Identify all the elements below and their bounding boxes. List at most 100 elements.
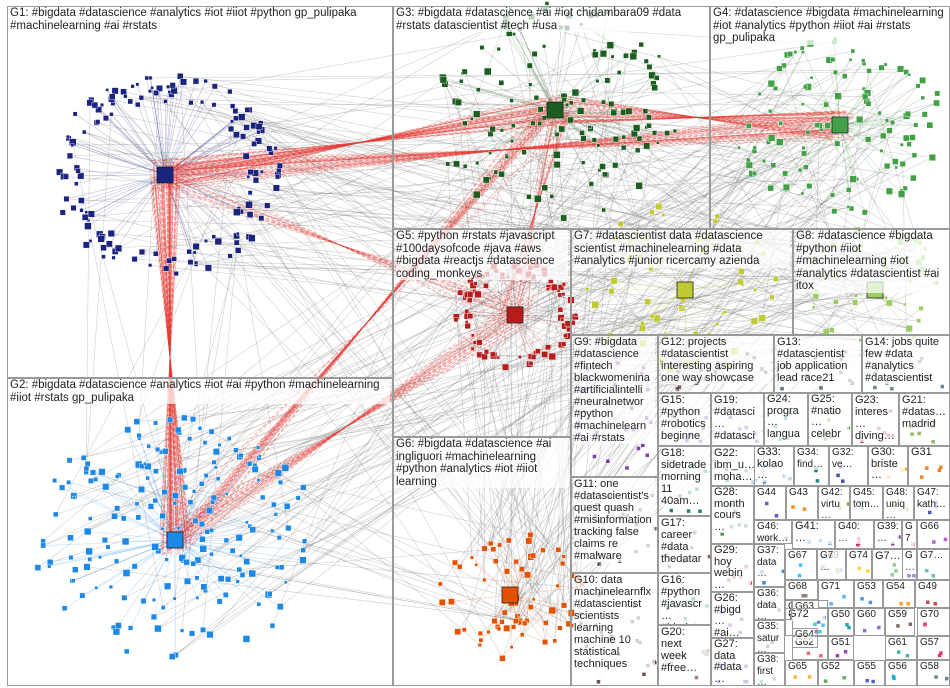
node-g2 [159, 512, 166, 519]
edge-internal-g5 [514, 314, 576, 318]
edge-between-groups [186, 561, 521, 622]
node-g31 [919, 475, 924, 479]
edge-internal-g2 [43, 539, 176, 546]
node-g2 [238, 453, 244, 458]
edge-internal-g2 [174, 539, 278, 568]
node-g28 [720, 532, 724, 536]
node-g44 [765, 501, 769, 506]
edge-highlight [542, 112, 853, 123]
edge-between-groups [186, 561, 521, 622]
edge-between-groups [183, 81, 503, 659]
edge-internal-g1 [164, 174, 240, 209]
node-g2 [194, 556, 202, 564]
node-g5 [557, 284, 565, 291]
node-g3 [561, 96, 567, 103]
edge-between-groups [163, 239, 700, 608]
edge-between-groups [76, 80, 462, 185]
edge-internal-g3 [538, 109, 556, 200]
edge-highlight [178, 129, 827, 171]
edge-internal-g4 [839, 124, 896, 162]
node-g2 [72, 566, 79, 573]
node-g62 [819, 654, 823, 658]
group-panel-g32: G32: ve… [829, 446, 868, 486]
group-label-g70: G70 [920, 609, 947, 621]
edge-highlight [176, 136, 829, 164]
edge-between-groups [69, 287, 878, 461]
node-g2 [273, 512, 278, 517]
node-g1 [247, 190, 253, 196]
edge-between-groups [86, 211, 644, 344]
node-g1 [240, 133, 246, 140]
edge-internal-g1 [84, 174, 166, 218]
node-g1 [246, 175, 251, 179]
node-g3 [488, 151, 492, 155]
node-g52 [823, 679, 828, 683]
group-label-g48: G48: uniq… [886, 487, 911, 519]
edge-internal-g6 [509, 587, 578, 596]
edge-internal-g4 [839, 124, 865, 213]
group-panel-g42: G42: virtu… [818, 486, 850, 520]
edge-between-groups [153, 294, 471, 618]
node-g8 [833, 299, 839, 305]
node-g2 [182, 484, 189, 491]
edge-highlight [161, 184, 179, 531]
node-g9 [636, 446, 641, 451]
edge-highlight [163, 319, 527, 536]
edge-between-groups [193, 125, 514, 492]
edge-highlight [160, 161, 180, 554]
node-g2 [211, 459, 217, 465]
edge-between-groups [125, 95, 862, 246]
node-g3 [541, 115, 547, 121]
node-g2 [134, 501, 140, 507]
edge-internal-g3 [464, 109, 556, 167]
edge-highlight [156, 188, 184, 527]
node-g4 [885, 187, 893, 195]
edge-internal-g1 [164, 174, 238, 234]
node-g67 [798, 563, 803, 567]
edge-highlight [172, 322, 518, 533]
node-g4 [830, 57, 836, 62]
node-g1 [232, 108, 239, 114]
edge-internal-g3 [519, 29, 556, 111]
edge-internal-g2 [174, 472, 279, 541]
edge-highlight [168, 182, 172, 533]
group-panel-g4: G4: #datascience #bigdata #machinelearni… [710, 6, 950, 229]
edge-between-groups [193, 133, 491, 492]
node-g2 [256, 602, 261, 607]
node-g2 [183, 559, 190, 566]
edge-highlight [170, 102, 560, 548]
node-g4 [899, 160, 906, 167]
node-g4 [850, 48, 856, 54]
edge-between-groups [160, 286, 555, 453]
edge-highlight [504, 112, 566, 313]
node-g1 [127, 98, 133, 105]
edge-internal-g4 [775, 88, 841, 126]
node-g4 [846, 205, 851, 209]
node-g1 [203, 78, 208, 84]
node-g77 [890, 573, 894, 577]
node-g1 [105, 88, 109, 92]
node-g2 [101, 537, 108, 544]
node-g8 [884, 296, 888, 300]
edge-highlight [550, 106, 845, 129]
edge-internal-g3 [554, 109, 649, 118]
node-g2 [271, 501, 277, 508]
node-g7 [715, 322, 720, 327]
edge-highlight [166, 179, 174, 536]
edge-highlight [166, 186, 174, 529]
node-g1 [135, 101, 141, 108]
node-g3 [612, 135, 620, 143]
edge-between-groups [253, 41, 835, 126]
node-g3 [479, 45, 485, 51]
node-g2 [138, 486, 145, 493]
edge-internal-g1 [164, 86, 169, 176]
node-g7 [610, 277, 618, 285]
node-g4 [866, 68, 872, 74]
group-label-g7: G7: #datascientist data #datascience sci… [574, 230, 790, 268]
edge-highlight [175, 115, 555, 535]
group-label-g8: G8: #datascience #bigdata #python #iiot … [796, 230, 947, 293]
group-panel-g10: G10: data machinelearnflx #datascientist… [571, 573, 658, 686]
group-label-g41: G41: … [795, 521, 832, 544]
edge-internal-g1 [88, 174, 166, 221]
edge-internal-g2 [174, 539, 243, 576]
